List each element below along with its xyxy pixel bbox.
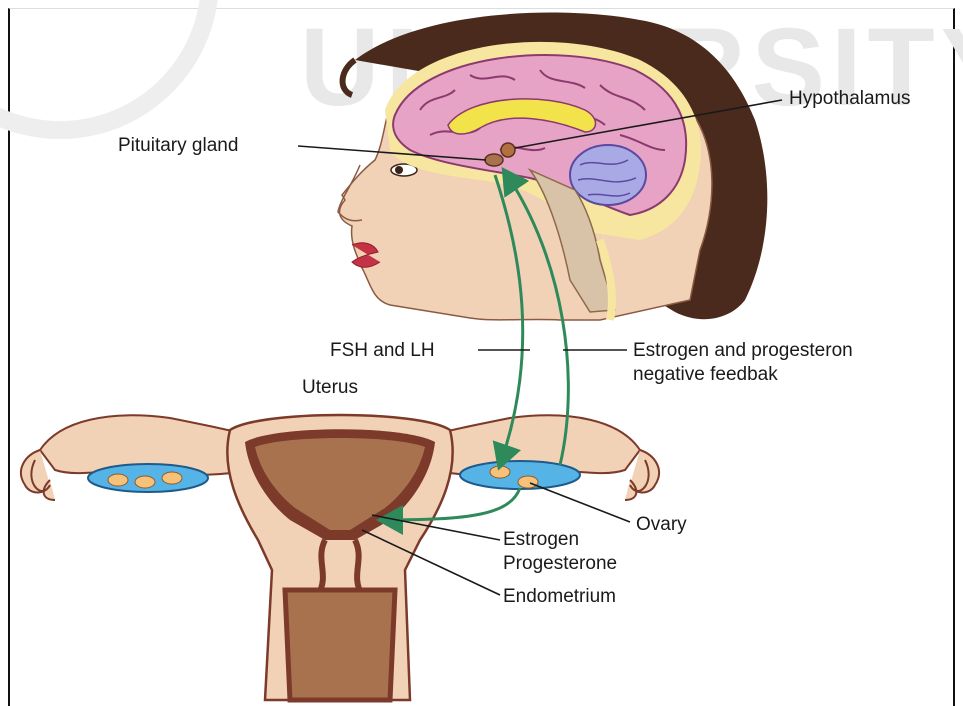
- progesterone-label: Progesterone: [503, 553, 617, 575]
- pituitary-structure: [485, 154, 503, 166]
- feedback-label-line2: negative feedbak: [633, 364, 778, 386]
- hypothalamus-label: Hypothalamus: [789, 88, 910, 110]
- watermark-arc: [0, 0, 210, 130]
- endometrium-label: Endometrium: [503, 586, 616, 608]
- vagina: [285, 590, 395, 700]
- uterus-label: Uterus: [302, 377, 358, 399]
- pituitary-gland-label: Pituitary gland: [118, 135, 238, 157]
- estrogen-label: Estrogen: [503, 529, 579, 551]
- feedback-label-line1: Estrogen and progesteron: [633, 340, 853, 362]
- ovary-label: Ovary: [636, 514, 687, 536]
- fsh-lh-label: FSH and LH: [330, 340, 435, 362]
- hypothalamus-structure: [501, 143, 515, 157]
